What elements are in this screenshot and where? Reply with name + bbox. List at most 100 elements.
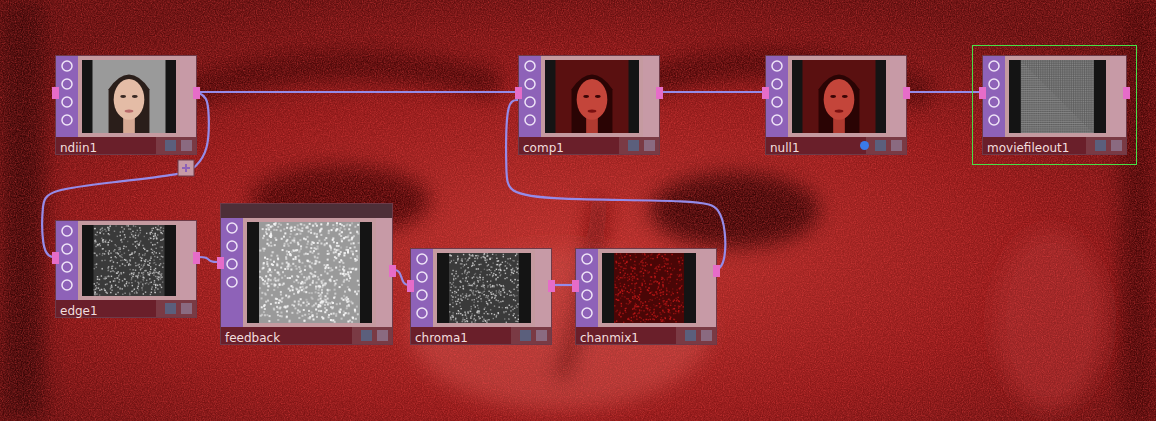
node-header (221, 204, 392, 218)
flag-icons (519, 56, 541, 136)
name-bar: edge1 (56, 300, 196, 317)
viewer-button (165, 140, 176, 151)
thumbnail (792, 60, 886, 133)
operator-name: feedback (221, 330, 284, 347)
flag-strip (411, 249, 433, 327)
viewer-button (361, 330, 372, 341)
thumbnail-image (82, 225, 176, 296)
thumbnail (82, 60, 176, 133)
name-field: comp1 (519, 137, 619, 154)
operator-name: comp1 (519, 140, 568, 157)
flag-icons (411, 249, 433, 329)
wire-junction (178, 160, 194, 176)
name-bar: moviefileout1 (983, 137, 1126, 154)
flag-icons (56, 221, 78, 301)
output-port (193, 252, 200, 264)
operator-node: feedback (220, 203, 393, 345)
flag-icons (576, 249, 598, 329)
display-flag (860, 141, 869, 150)
name-bar: null1 (766, 137, 906, 154)
thumbnail-image (792, 60, 886, 133)
viewer-button (628, 140, 639, 151)
flag-icons (221, 218, 243, 298)
thumbnail (82, 225, 176, 296)
thumbnail-image (602, 253, 696, 323)
operator-node: chroma1 (410, 248, 552, 345)
name-field: edge1 (56, 300, 156, 317)
viewer-button (520, 330, 531, 341)
thumbnail-image (82, 60, 176, 133)
input-port (217, 257, 224, 269)
input-port (762, 87, 769, 99)
thumbnail-image (545, 60, 639, 133)
output-port (656, 87, 663, 99)
name-field: null1 (766, 137, 866, 154)
viewer-button (1095, 140, 1106, 151)
thumbnail-image (1009, 60, 1106, 133)
thumbnail (1009, 60, 1106, 133)
thumbnail (247, 222, 372, 323)
name-bar: chanmix1 (576, 327, 716, 344)
operator-node: edge1 (55, 220, 197, 318)
output-port (193, 87, 200, 99)
name-bar: comp1 (519, 137, 659, 154)
output-port (389, 265, 396, 277)
display-button (181, 140, 192, 151)
flag-icons (766, 56, 788, 136)
name-bar: chroma1 (411, 327, 551, 344)
operator-name: chroma1 (411, 330, 472, 347)
operator-node: null1 (765, 55, 907, 155)
wire (907, 91, 982, 93)
viewer-button (875, 140, 886, 151)
name-field: ndiin1 (56, 137, 156, 154)
input-port (52, 87, 59, 99)
flag-strip (576, 249, 598, 327)
name-field: moviefileout1 (983, 137, 1086, 154)
input-port (52, 252, 59, 264)
display-button (701, 330, 712, 341)
viewer-button (165, 303, 176, 314)
name-bar: feedback (221, 327, 392, 344)
operator-node: moviefileout1 (982, 55, 1127, 155)
operator-name: edge1 (56, 303, 102, 320)
output-port (713, 265, 720, 277)
input-port (515, 87, 522, 99)
display-button (1111, 140, 1122, 151)
input-port (407, 280, 414, 292)
flag-strip (766, 56, 788, 137)
output-port (903, 87, 910, 99)
thumbnail (437, 253, 531, 323)
operator-node: chanmix1 (575, 248, 717, 345)
flag-icons (56, 56, 78, 136)
flag-strip (519, 56, 541, 137)
operator-name: ndiin1 (56, 140, 101, 157)
name-field: chroma1 (411, 327, 511, 344)
input-port (979, 87, 986, 99)
viewer-button (685, 330, 696, 341)
operator-node: ndiin1 (55, 55, 197, 155)
operator-name: moviefileout1 (983, 140, 1073, 157)
display-button (891, 140, 902, 151)
name-field: chanmix1 (576, 327, 676, 344)
output-port (1123, 87, 1130, 99)
flag-strip (56, 56, 78, 137)
operator-name: null1 (766, 140, 804, 157)
thumbnail (545, 60, 639, 133)
flag-strip (983, 56, 1005, 137)
display-button (644, 140, 655, 151)
thumbnail-image (247, 222, 372, 323)
display-button (181, 303, 192, 314)
output-strip (700, 249, 716, 327)
output-port (548, 280, 555, 292)
input-port (572, 280, 579, 292)
flag-icons (983, 56, 1005, 136)
wire (660, 91, 765, 93)
name-field: feedback (221, 327, 352, 344)
operator-name: chanmix1 (576, 330, 643, 347)
operator-node: comp1 (518, 55, 660, 155)
thumbnail-image (437, 253, 531, 323)
flag-strip (221, 218, 243, 327)
display-button (536, 330, 547, 341)
wire (197, 91, 518, 93)
display-button (377, 330, 388, 341)
